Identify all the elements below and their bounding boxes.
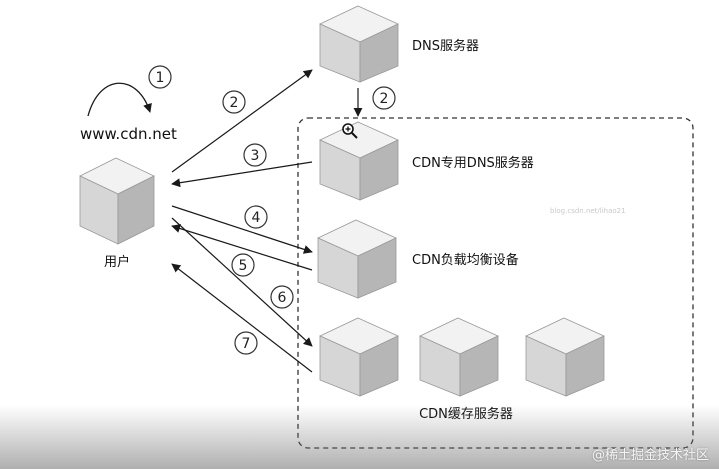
user-cube <box>79 157 155 245</box>
svg-text:1: 1 <box>156 70 165 86</box>
cdn-cache-cube-1 <box>319 317 399 397</box>
dns-server-cube <box>319 5 399 83</box>
cdn-dns-server-cube <box>319 121 399 201</box>
svg-text:6: 6 <box>278 290 287 306</box>
step-badge-4: 4 <box>244 205 268 229</box>
svg-text:5: 5 <box>239 258 248 274</box>
arrow-step-5-lb-to-user <box>171 224 313 271</box>
cdn-cache-cube-3 <box>525 317 605 397</box>
step-badge-2a: 2 <box>222 90 246 114</box>
arrow-step-6-user-to-cache <box>171 217 313 347</box>
cdn-cache-cube-2 <box>419 317 499 397</box>
arrow-step-2-to-dns <box>171 69 313 173</box>
svg-text:2: 2 <box>230 95 239 111</box>
svg-text:4: 4 <box>252 210 261 226</box>
arrow-step-7-cache-to-user <box>171 263 313 373</box>
url-label: www.cdn.net <box>80 125 177 143</box>
step-badge-7: 7 <box>234 331 258 355</box>
cdn-load-balancer-label: CDN负载均衡设备 <box>412 252 519 268</box>
dns-server-label: DNS服务器 <box>412 38 479 54</box>
step-badge-5: 5 <box>231 253 255 277</box>
cdn-dns-server-label: CDN专用DNS服务器 <box>412 155 534 171</box>
zoom-in-icon <box>342 123 358 139</box>
step-badge-2b: 2 <box>372 86 396 110</box>
step-badge-1: 1 <box>148 65 172 89</box>
user-label: 用户 <box>104 254 130 270</box>
blog-watermark: blog.csdn.net/lihao21 <box>550 207 626 215</box>
footer-watermark: @稀土掘金技术社区 <box>591 448 709 463</box>
step-1-curve-arrow <box>87 82 152 117</box>
step-badge-6: 6 <box>270 285 294 309</box>
arrow-step-3-cdn-dns-to-user <box>171 161 313 188</box>
svg-text:3: 3 <box>251 148 260 164</box>
step-badge-3: 3 <box>243 143 267 167</box>
svg-text:2: 2 <box>380 91 389 107</box>
arrow-step-4-user-to-lb <box>171 205 313 254</box>
cdn-load-balancer-cube <box>317 219 397 299</box>
cdn-cache-server-label: CDN缓存服务器 <box>419 406 513 422</box>
svg-text:7: 7 <box>242 336 251 352</box>
